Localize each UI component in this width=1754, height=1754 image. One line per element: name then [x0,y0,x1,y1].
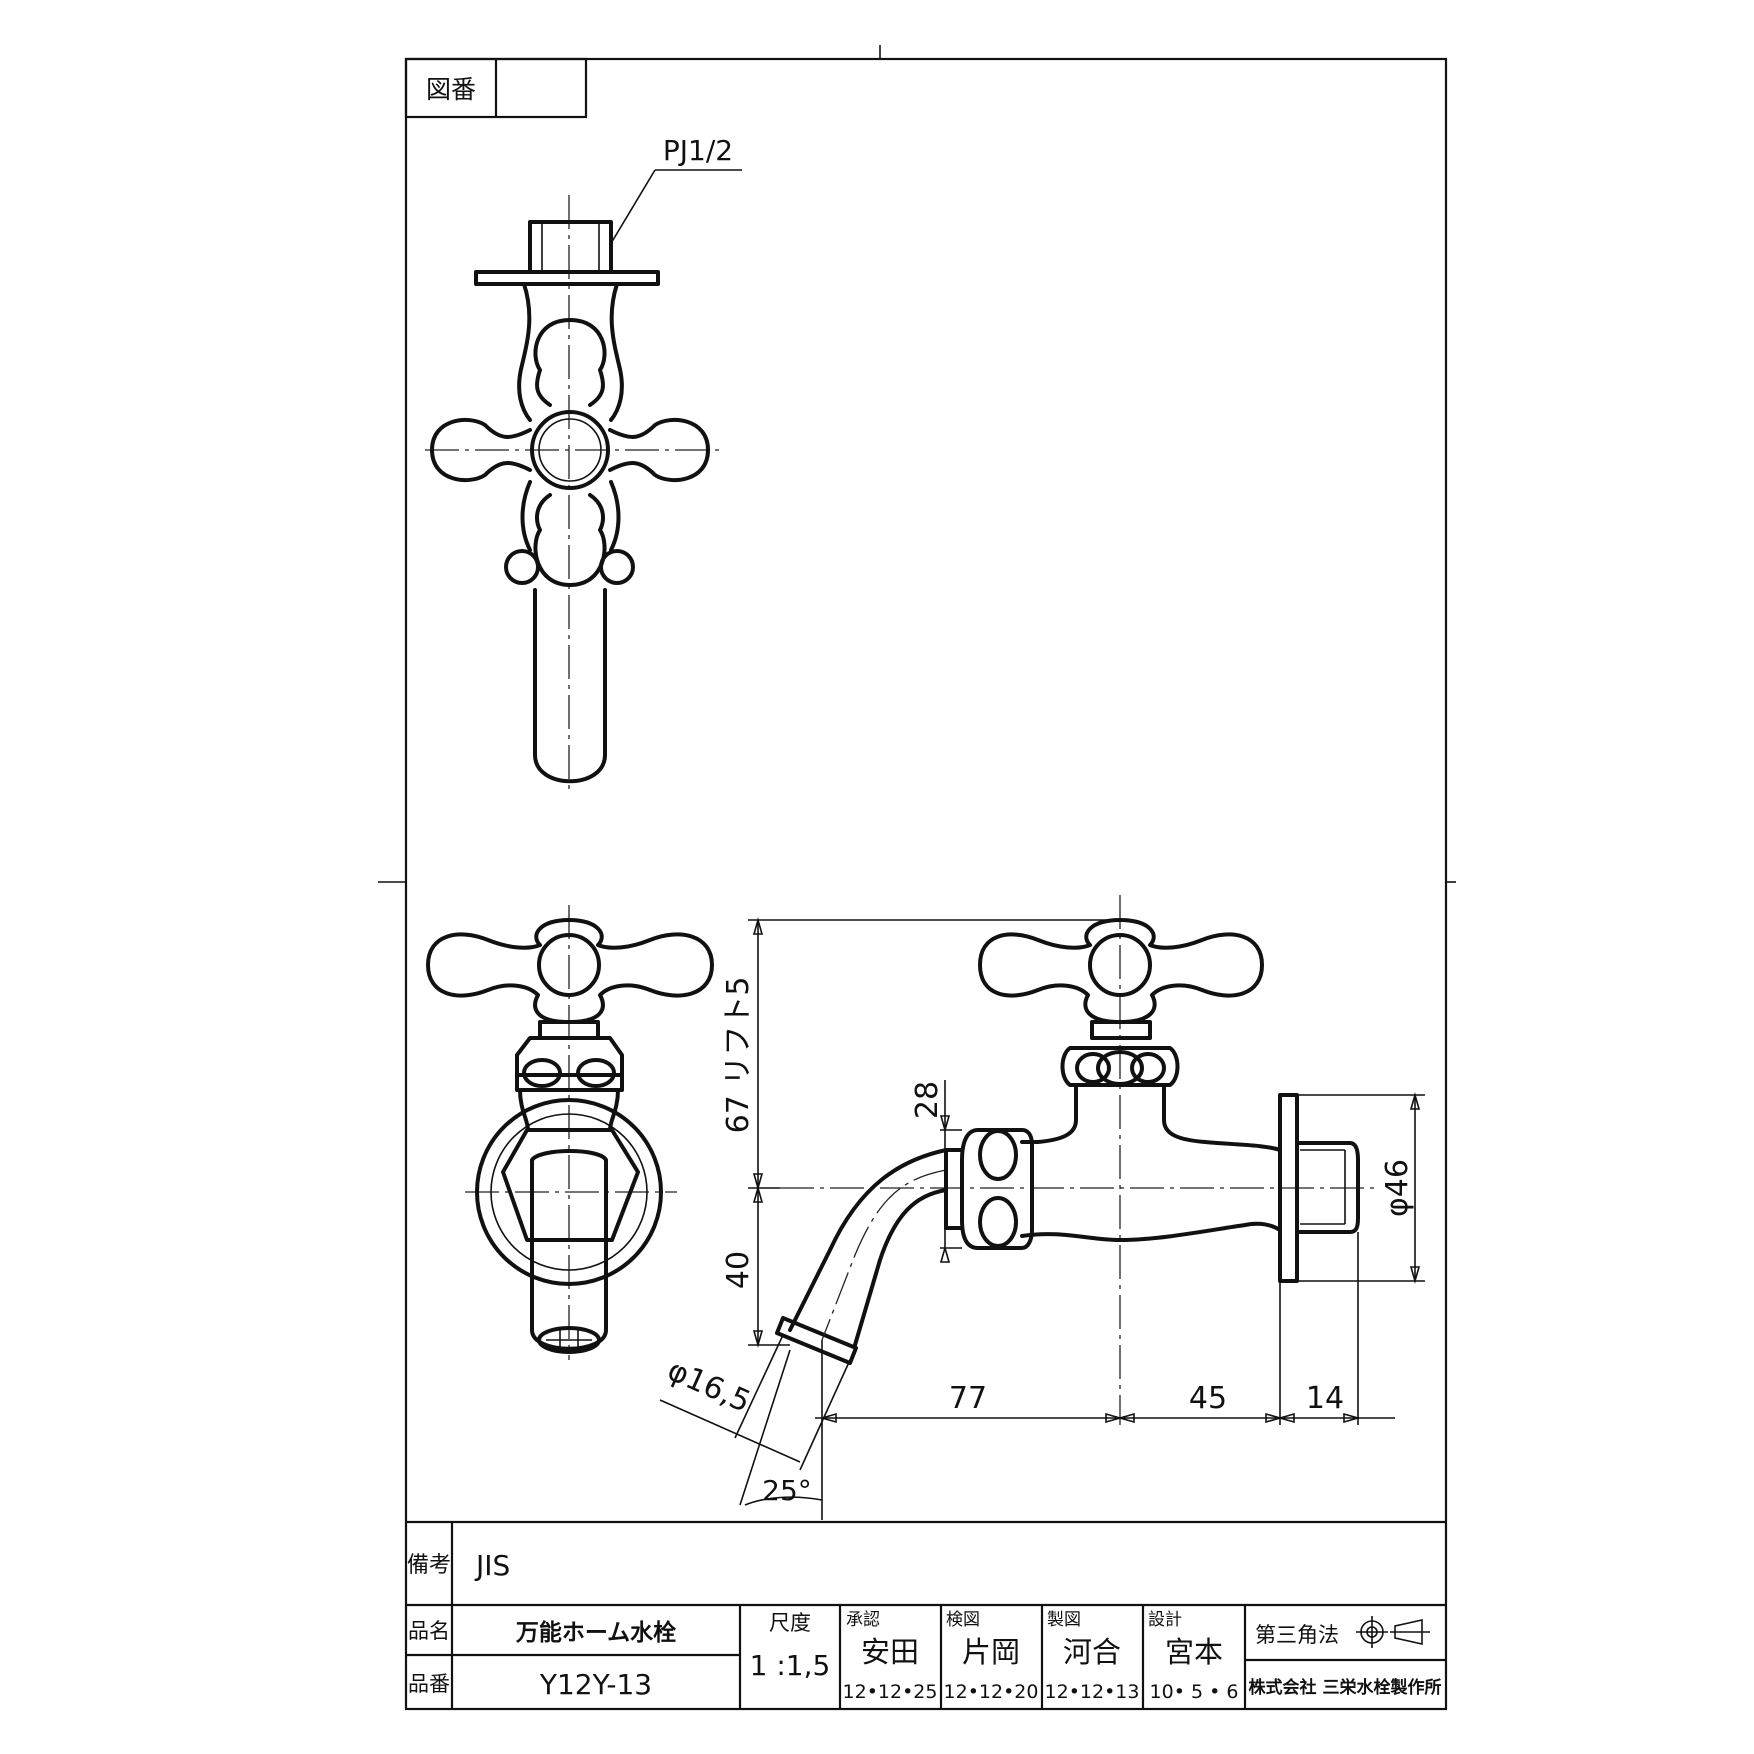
drafting-name: 河合 [1063,1635,1121,1669]
dim-28: 28 [910,1081,945,1119]
approval-date: 12•12•25 [843,1681,938,1703]
notes-row: 備考 JIS [406,1520,1446,1605]
drafting-date: 12•12•13 [1045,1681,1140,1703]
thread-label: PJ1/2 [663,134,733,167]
inspection-name: 片岡 [962,1635,1020,1669]
approval-label: 承認 [846,1610,880,1630]
third-angle-symbol-icon [1356,1616,1430,1648]
scale-value: 1 :1,5 [750,1649,831,1682]
dim-phi16-5: φ16,5 [662,1353,755,1420]
drawing-number-box: 図番 [404,57,588,119]
title-block: 品名 万能ホーム水栓 品番 Y12Y-13 尺度 1 :1,5 承認 安田 12… [406,1603,1446,1709]
approval-name: 安田 [861,1635,919,1669]
product-number: Y12Y-13 [539,1668,652,1701]
scale-label: 尺度 [769,1611,811,1635]
inspection-date: 12•12•20 [944,1681,1039,1703]
number-label: 品番 [408,1672,450,1696]
top-view: PJ1/2 [425,134,742,795]
dim-77: 77 [949,1381,987,1416]
design-name: 宮本 [1165,1635,1223,1669]
dim-45: 45 [1189,1381,1227,1416]
company-name: 株式会社 三栄水栓製作所 [1249,1677,1442,1698]
front-view [426,905,714,1360]
name-label: 品名 [408,1619,450,1643]
drawing-number-label: 図番 [426,75,476,104]
design-date: 10• 5 • 6 [1150,1681,1239,1703]
drafting-label: 製図 [1047,1610,1081,1630]
dim-40: 40 [721,1251,756,1289]
notes-label: 備考 [407,1553,451,1578]
notes-value: JIS [474,1549,510,1582]
inspection-label: 検図 [946,1610,980,1630]
projection-label: 第三角法 [1255,1623,1339,1647]
side-view [775,895,1380,1425]
dim-phi46: φ46 [1380,1159,1415,1217]
product-name: 万能ホーム水栓 [516,1619,676,1646]
dim-angle-25: 25° [762,1474,812,1507]
design-label: 設計 [1148,1610,1182,1630]
dimensions: 67 リフト5 40 28 φ46 77 45 14 [659,917,1425,1520]
dim-67-lift: 67 リフト5 [721,977,756,1134]
dim-14: 14 [1306,1381,1344,1416]
drawing-frame [404,57,1448,1711]
